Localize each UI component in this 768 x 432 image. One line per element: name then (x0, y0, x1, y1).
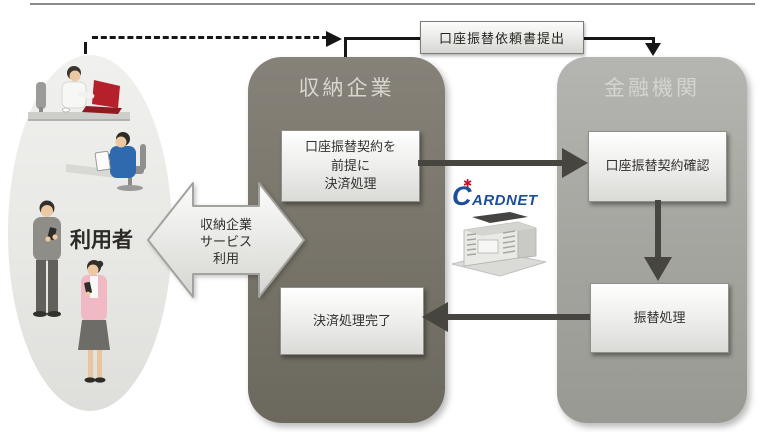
cardnet-logo: ✱ CARDNET (452, 178, 550, 211)
financial-institution-panel: 金融機関 (557, 57, 747, 423)
settlement-process-box: 口座振替契約を 前提に 決済処理 (281, 130, 420, 202)
service-use-double-arrow (147, 182, 305, 298)
dashed-connector-start-tick (84, 42, 87, 54)
financial-institution-title: 金融機関 (604, 77, 700, 100)
woman-standing-phone-illustration (78, 260, 110, 383)
service-use-arrow-label: 収納企業 サービス 利用 (178, 216, 274, 267)
flow-arrow-left-head-icon (422, 302, 448, 332)
settlement-line2: 前提に (330, 157, 370, 173)
dashed-connector-arrowhead-icon (326, 31, 342, 47)
service-use-line3: 利用 (212, 251, 239, 266)
transfer-request-label: 口座振替依頼書提出 (438, 31, 565, 46)
dashed-connector-line (92, 36, 328, 39)
connector-vertical-to-bank (652, 37, 655, 45)
connector-arrowhead-down-icon (645, 43, 661, 56)
connector-vertical-from-company (344, 37, 347, 57)
cardnet-terminal-illustration (451, 212, 547, 277)
woman-at-desk-laptop-illustration (28, 66, 130, 121)
flow-arrow-transfer-to-complete-shaft (448, 314, 590, 320)
cardnet-brand-text: CARDNET (452, 181, 538, 211)
flow-arrow-settlement-to-confirm-shaft (418, 160, 564, 166)
transfer-process-label: 振替処理 (633, 309, 686, 325)
service-use-line1: 収納企業 (199, 217, 252, 232)
transfer-request-label-box: 口座振替依頼書提出 (420, 21, 584, 54)
flow-arrow-down-head-icon (644, 257, 672, 281)
man-standing-phone-illustration (33, 200, 61, 317)
users-label: 利用者 (70, 229, 133, 252)
service-use-line2: サービス (199, 234, 252, 249)
settlement-line1: 口座振替契約を (304, 138, 396, 154)
contract-confirm-label: 口座振替契約確認 (605, 158, 710, 174)
flow-arrow-right-head-icon (562, 148, 588, 178)
transfer-process-box: 振替処理 (590, 283, 729, 353)
settlement-line3: 決済処理 (324, 176, 377, 192)
settlement-complete-box: 決済処理完了 (280, 287, 424, 355)
collection-company-title: 収納企業 (298, 77, 395, 100)
contract-confirm-box: 口座振替契約確認 (588, 131, 727, 202)
man-seated-tablet-illustration (66, 132, 146, 191)
cardnet-spark-icon: ✱ (463, 178, 473, 190)
top-divider-line (30, 3, 755, 5)
settlement-complete-label: 決済処理完了 (312, 312, 391, 328)
flow-arrow-confirm-to-transfer-shaft (655, 200, 661, 258)
